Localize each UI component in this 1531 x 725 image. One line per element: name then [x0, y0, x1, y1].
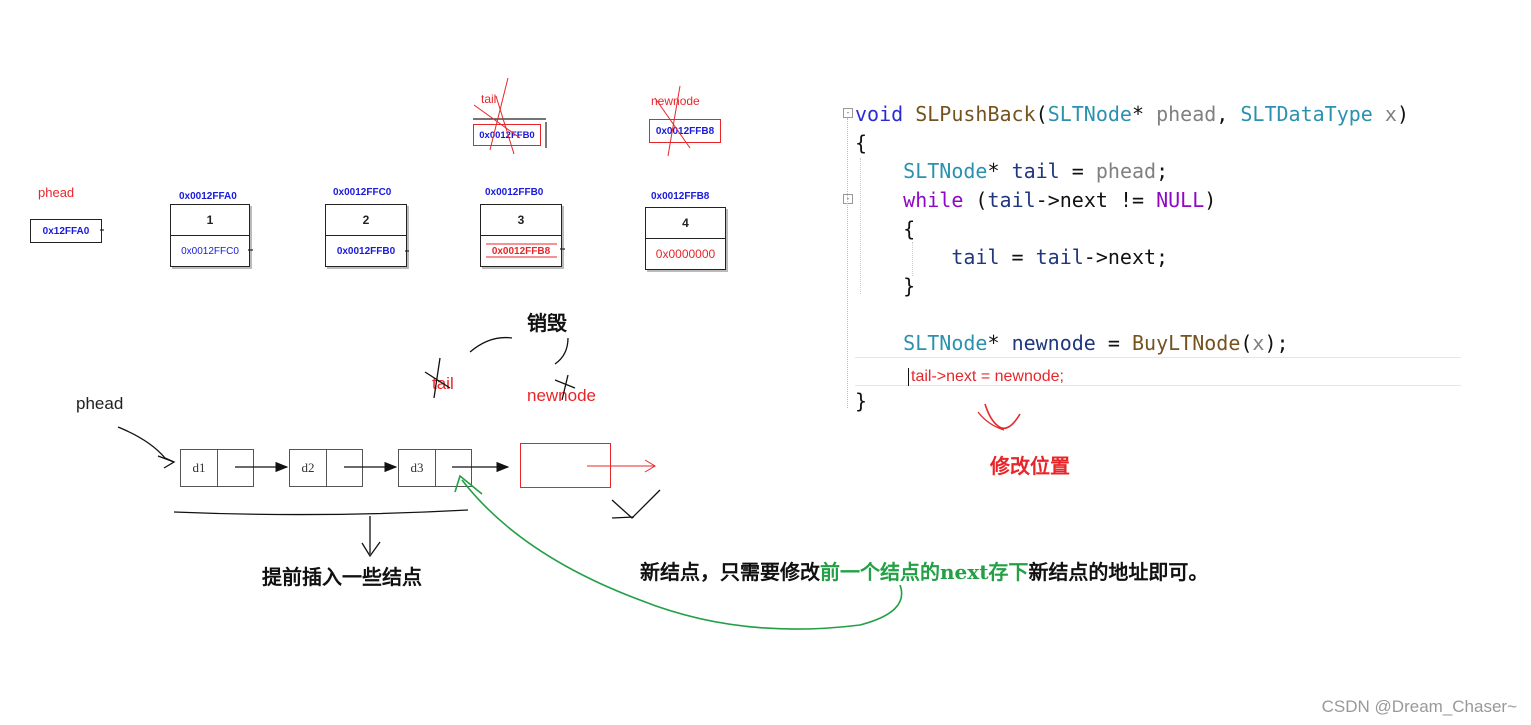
node-1-data: 1 [171, 205, 249, 236]
node-4: 4 0x0000000 [645, 207, 726, 270]
code-l9-var: newnode [1011, 331, 1096, 355]
code-l3-type: SLTNode [903, 159, 988, 183]
list-node-d1: d1 [180, 449, 254, 487]
node-4-addr: 0x0012FFB8 [651, 191, 710, 202]
code-l9-param: x [1252, 331, 1265, 355]
code-l9-type: SLTNode [903, 331, 988, 355]
code-type-2: SLTDataType [1240, 102, 1373, 126]
explanation-part-3: 新结点的地址即可。 [1028, 560, 1209, 584]
list-node-d3: d3 [398, 449, 472, 487]
node-2-data: 2 [326, 205, 406, 236]
explanation-part-1: 新结点，只需要修改 [640, 560, 820, 584]
tail-box: 0x0012FFB0 [473, 124, 541, 146]
code-line-11: } [855, 389, 868, 413]
list-node-d3-label: d3 [399, 450, 436, 486]
code-l6-a: tail [951, 245, 1000, 269]
insert-note: 提前插入一些结点 [262, 565, 422, 589]
node-3-addr: 0x0012FFB0 [485, 187, 544, 198]
phead-label: phead [38, 185, 75, 200]
node-2-next: 0x0012FFB0 [336, 245, 396, 257]
node-3-data: 3 [481, 205, 561, 236]
code-l4-next: ->next != [1035, 188, 1157, 212]
code-indent-guide [860, 158, 861, 294]
code-line-10: tail->next = newnode; [908, 368, 1064, 386]
code-l6-c: ->next; [1083, 245, 1169, 269]
explanation: 新结点，只需要修改前一个结点的next存下新结点的地址即可。 [640, 556, 1208, 585]
node-1-next: 0x0012FFC0 [181, 245, 239, 257]
destroy-label: 销毁 [527, 311, 567, 335]
node-1: 1 0x0012FFC0 [170, 204, 250, 267]
code-fn-name: SLPushBack [915, 102, 1036, 126]
code-line-3: SLTNode* tail = phead; [903, 159, 1169, 183]
list-node-d1-label: d1 [181, 450, 218, 486]
node-3: 3 0x0012FFB8 [480, 204, 562, 267]
tail-label: tail [481, 92, 497, 106]
new-node-sketch [520, 443, 611, 488]
code-l9-fn: BuyLTNode [1131, 331, 1241, 355]
code-gutter-line [847, 118, 848, 408]
node-4-data: 4 [646, 208, 725, 239]
collapse-marker-2[interactable]: - [843, 194, 853, 204]
newnode-annot: newnode [527, 386, 597, 405]
current-line-highlight [855, 357, 1461, 386]
code-l3-param: phead [1095, 159, 1157, 183]
watermark: CSDN @Dream_Chaser~ [1321, 697, 1517, 716]
code-l5: { [903, 217, 916, 241]
code-void: void [855, 102, 904, 126]
node-4-next: 0x0000000 [655, 247, 716, 261]
newnode-label: newnode [651, 94, 700, 108]
tail-annot: tail [432, 374, 454, 393]
code-indent-guide-2 [912, 242, 913, 276]
code-null: NULL [1156, 188, 1205, 212]
code-l6-b: tail [1035, 245, 1084, 269]
code-param-1: phead [1156, 102, 1217, 126]
phead-annot: phead [76, 394, 124, 413]
code-while: while [903, 188, 964, 212]
code-l4-tail: tail [987, 188, 1036, 212]
code-line-9: SLTNode* newnode = BuyLTNode(x); [903, 331, 1289, 355]
code-l7: } [903, 274, 916, 298]
modify-position-label: 修改位置 [990, 454, 1070, 478]
node-2-addr: 0x0012FFC0 [333, 187, 392, 198]
node-2: 2 0x0012FFB0 [325, 204, 407, 267]
explanation-part-2: 前一个结点的next存下 [820, 560, 1029, 584]
code-line-7: } [855, 272, 915, 300]
code-line-1: void SLPushBack(SLTNode* phead, SLTDataT… [855, 102, 1409, 126]
code-param-2: x [1384, 102, 1397, 126]
node-1-addr: 0x0012FFA0 [179, 191, 237, 202]
green-curve [454, 474, 903, 630]
code-l3-var: tail [1011, 159, 1060, 183]
code-line-5: { [855, 215, 915, 243]
list-node-d2: d2 [289, 449, 363, 487]
node-3-next: 0x0012FFB8 [491, 245, 551, 257]
code-type-1: SLTNode [1047, 102, 1132, 126]
code-line-4: while (tail->next != NULL) [903, 188, 1217, 212]
phead-box: 0x12FFA0 [30, 219, 102, 243]
code-line-6: tail = tail->next; [951, 245, 1169, 269]
newnode-box: 0x0012FFB8 [649, 119, 721, 143]
collapse-marker-1[interactable]: - [843, 108, 853, 118]
code-line-2: { [855, 131, 868, 155]
modify-squiggle [984, 403, 1021, 430]
list-node-d2-label: d2 [290, 450, 327, 486]
